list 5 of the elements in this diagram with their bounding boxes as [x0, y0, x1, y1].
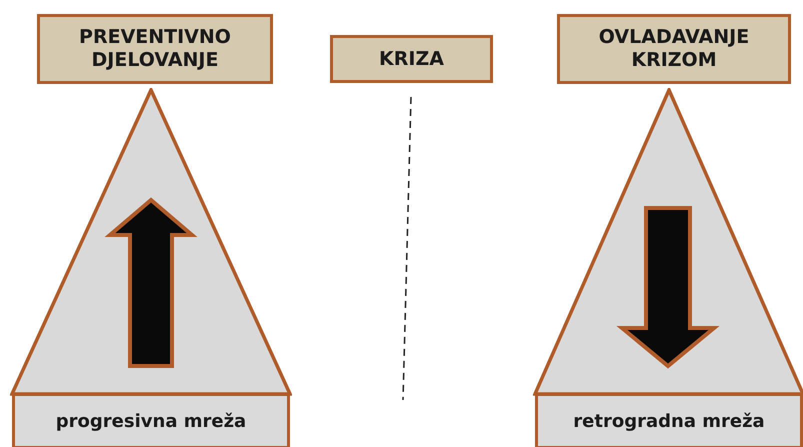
heading-box: OVLADAVANJE KRIZOM	[557, 14, 791, 84]
label-box: retrogradna mreža	[535, 393, 803, 447]
label-box: progresivna mreža	[12, 393, 290, 447]
heading-box: PREVENTIVNO DJELOVANJE	[37, 14, 273, 84]
heading-box: KRIZA	[330, 35, 493, 83]
